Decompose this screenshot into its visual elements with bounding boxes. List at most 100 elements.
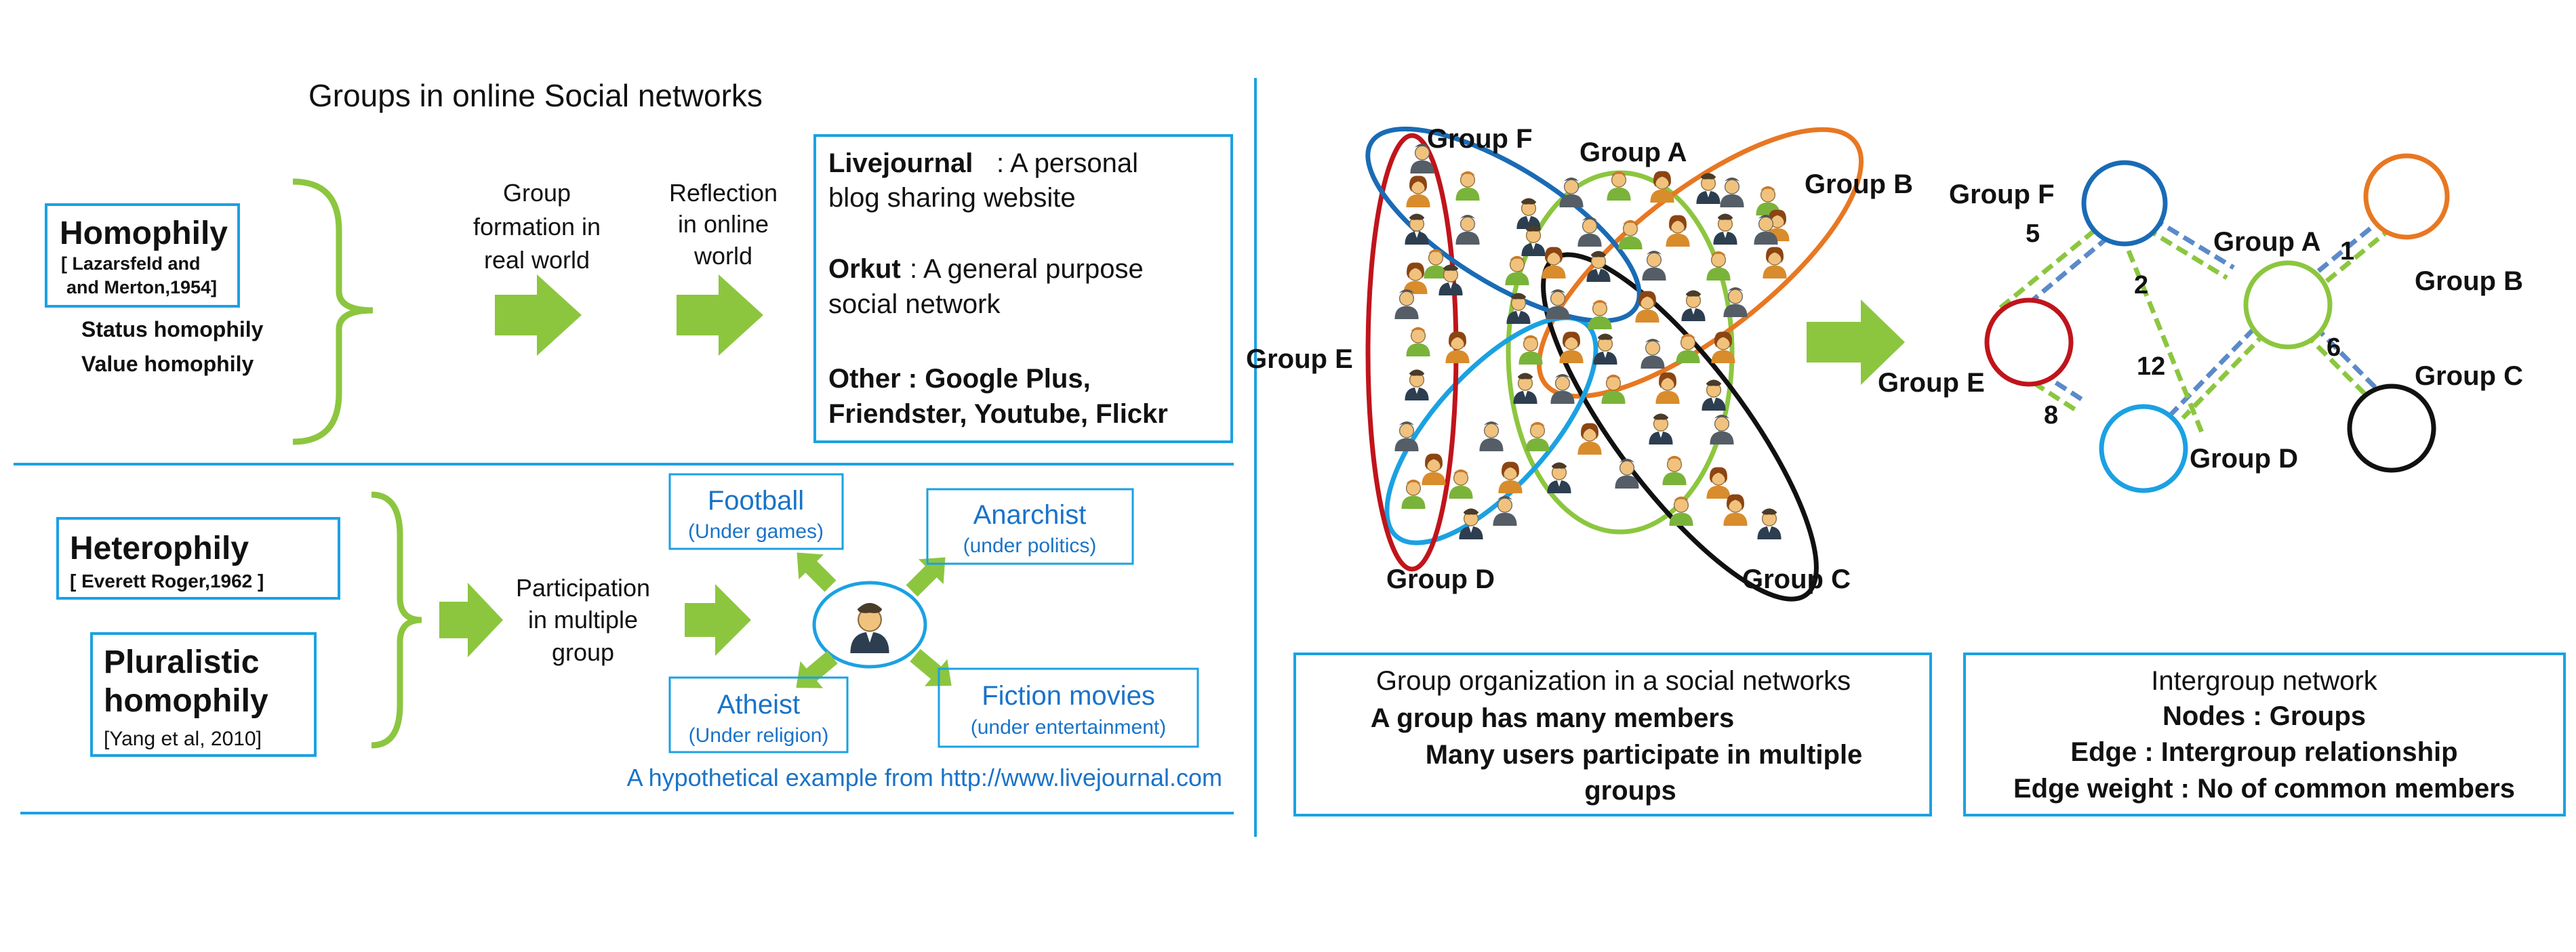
weight-a-d: 12 bbox=[2137, 352, 2165, 381]
edge-a-d-blue bbox=[2169, 327, 2256, 417]
member-person-icon bbox=[1706, 250, 1731, 281]
member-person-icon bbox=[1445, 331, 1470, 364]
member-person-icon bbox=[1458, 508, 1484, 540]
pluralistic-ref: [Yang et al, 2010] bbox=[104, 728, 262, 750]
fiction-sub: (under entertainment) bbox=[971, 716, 1167, 739]
group-c-label: Group C bbox=[1742, 564, 1851, 594]
member-person-icon bbox=[1404, 213, 1430, 245]
homophily-box bbox=[45, 203, 240, 308]
livejournal-desc-line2: blog sharing website bbox=[828, 183, 1076, 213]
member-person-icon bbox=[1405, 175, 1431, 208]
edge-a-d-green bbox=[2181, 330, 2268, 420]
homophily-ref-line2: and Merton,1954] bbox=[66, 277, 217, 297]
node-e-label: Group E bbox=[1878, 368, 1985, 398]
member-person-icon bbox=[1723, 493, 1748, 526]
edge-a-c-green bbox=[2303, 331, 2378, 407]
group-e-label: Group E bbox=[1246, 344, 1353, 374]
member-person-icon bbox=[1421, 453, 1447, 486]
anarchist-label: Anarchist bbox=[973, 500, 1087, 530]
member-person-icon bbox=[1709, 414, 1735, 445]
node-f-label: Group F bbox=[1949, 180, 2055, 209]
member-person-icon bbox=[1448, 468, 1474, 499]
football-label: Football bbox=[708, 486, 804, 516]
pluralistic-title-line1: Pluralistic bbox=[104, 644, 259, 680]
member-person-icon bbox=[1546, 461, 1572, 494]
member-person-icon bbox=[1649, 170, 1675, 203]
anarchist-box bbox=[926, 488, 1134, 565]
arrow-to-fiction bbox=[910, 648, 952, 686]
group-d-ellipse bbox=[1384, 315, 1598, 545]
orkut-desc-line2: social network bbox=[828, 289, 1001, 319]
group-f-ellipse bbox=[1365, 126, 1642, 324]
member-person-icon bbox=[1706, 466, 1731, 499]
member-person-icon bbox=[1478, 421, 1504, 452]
edge-a-c-blue bbox=[2313, 325, 2388, 400]
member-person-icon bbox=[1762, 246, 1788, 279]
member-person-icon bbox=[1712, 213, 1738, 245]
edge-a-b-green bbox=[2325, 224, 2396, 283]
heterophily-brace bbox=[371, 491, 422, 749]
node-d-label: Group D bbox=[2190, 444, 2298, 474]
member-person-icon bbox=[1455, 171, 1481, 201]
anarchist-sub: (under politics) bbox=[963, 535, 1097, 557]
formation-label-line1: Group bbox=[503, 179, 571, 207]
intergroup-caption-line3: Edge : Intergroup relationship bbox=[2070, 737, 2457, 767]
homophily-ref-line1: [ Lazarsfeld and bbox=[61, 253, 201, 274]
member-person-icon bbox=[1756, 508, 1782, 540]
participation-arrow bbox=[685, 584, 751, 656]
member-person-icon bbox=[1681, 289, 1706, 322]
member-person-icon bbox=[1655, 371, 1681, 405]
formation-arrow bbox=[495, 274, 582, 356]
member-person-icon bbox=[1405, 326, 1431, 357]
fiction-box bbox=[938, 667, 1199, 748]
other-line1: Other : Google Plus, bbox=[828, 364, 1091, 394]
member-person-icon bbox=[1662, 455, 1687, 486]
brace-arrow bbox=[439, 583, 503, 657]
reflection-label-line1: Reflection bbox=[669, 179, 778, 207]
member-person-icon bbox=[1541, 246, 1567, 279]
intergroup-caption-line4: Edge weight : No of common members bbox=[2013, 774, 2515, 804]
formation-label-line3: real world bbox=[484, 246, 590, 274]
member-person-icon bbox=[1516, 197, 1542, 230]
group-b-label: Group B bbox=[1805, 169, 1913, 199]
participation-line1: Participation bbox=[516, 574, 650, 602]
member-person-icon bbox=[1701, 379, 1727, 411]
group-org-caption-line4: groups bbox=[1584, 776, 1676, 806]
group-f-label: Group F bbox=[1427, 124, 1533, 154]
member-person-icon bbox=[1525, 421, 1550, 452]
edge-a-b-blue bbox=[2316, 213, 2388, 273]
intergroup-caption-box bbox=[1963, 653, 2566, 816]
node-b bbox=[2363, 153, 2450, 240]
member-person-icon bbox=[1455, 214, 1481, 245]
member-person-icon bbox=[1512, 372, 1538, 405]
intergroup-caption-line2: Nodes : Groups bbox=[2162, 701, 2366, 731]
member-person-icon bbox=[1401, 478, 1426, 510]
heterophily-box bbox=[56, 517, 340, 600]
homophily-title: Homophily bbox=[60, 215, 228, 251]
pluralistic-box bbox=[90, 632, 317, 757]
arrow-to-football bbox=[797, 552, 837, 592]
transform-arrow bbox=[1807, 299, 1905, 385]
football-sub: (Under games) bbox=[688, 520, 824, 543]
member-person-icon bbox=[1577, 216, 1603, 247]
member-person-icon bbox=[1587, 299, 1613, 330]
node-f bbox=[2081, 160, 2168, 247]
node-a-label: Group A bbox=[2213, 227, 2321, 257]
member-person-icon bbox=[1492, 495, 1518, 526]
orkut-name: Orkut bbox=[828, 254, 901, 284]
group-members bbox=[1394, 143, 1790, 540]
heterophily-title: Heterophily bbox=[70, 531, 249, 566]
member-person-icon bbox=[1577, 422, 1603, 455]
node-e bbox=[1984, 297, 2074, 387]
weight-e-d: 8 bbox=[2044, 401, 2058, 430]
participation-line2: in multiple bbox=[528, 606, 638, 634]
group-b-ellipse bbox=[1537, 127, 1864, 399]
member-person-icon bbox=[1521, 224, 1546, 257]
group-org-caption-line2: A group has many members bbox=[1371, 703, 1734, 733]
football-box bbox=[668, 473, 844, 550]
formation-label-line2: formation in bbox=[473, 213, 601, 241]
member-person-icon bbox=[1545, 289, 1571, 320]
weight-a-c: 6 bbox=[2327, 333, 2341, 362]
